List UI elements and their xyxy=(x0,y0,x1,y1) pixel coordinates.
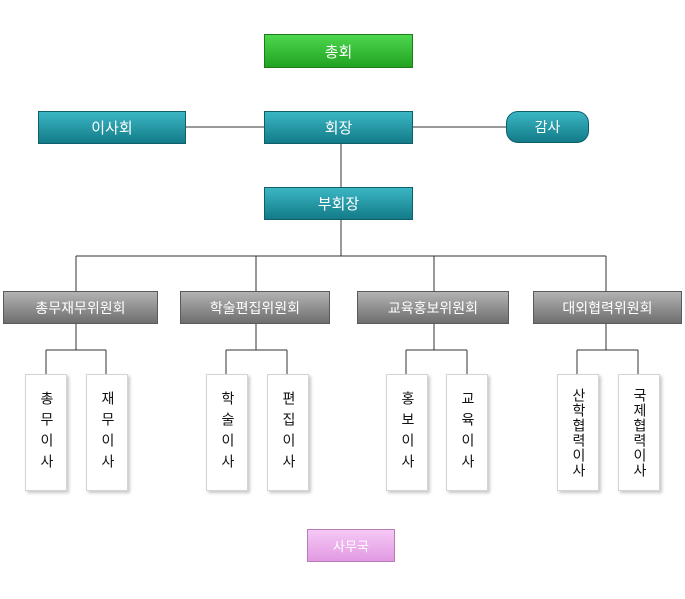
role-box: 홍보이사 xyxy=(386,374,428,491)
role-box: 재무이사 xyxy=(86,374,128,491)
role-box: 산학협력이사 xyxy=(557,374,599,491)
vice-president-box: 부회장 xyxy=(264,187,413,220)
secretariat-label: 사무국 xyxy=(333,540,369,555)
role-label: 국제협력이사 xyxy=(631,387,647,478)
auditor-box: 감사 xyxy=(506,111,589,143)
role-box: 편집이사 xyxy=(267,374,309,491)
president-label: 회장 xyxy=(324,119,353,137)
role-box: 학술이사 xyxy=(206,374,248,491)
board-box: 이사회 xyxy=(38,111,186,144)
committee-label: 교육홍보위원회 xyxy=(387,300,479,317)
committee-label: 학술편집위원회 xyxy=(209,300,301,317)
role-label: 홍보이사 xyxy=(399,390,415,475)
president-box: 회장 xyxy=(264,111,413,144)
role-label: 재무이사 xyxy=(99,390,115,475)
committee-box-2: 학술편집위원회 xyxy=(180,291,330,324)
role-box: 교육이사 xyxy=(446,374,488,491)
vice-president-label: 부회장 xyxy=(317,195,360,213)
role-label: 편집이사 xyxy=(280,390,296,475)
role-box: 총무이사 xyxy=(25,374,67,491)
general-assembly-box: 총회 xyxy=(264,34,413,68)
auditor-label: 감사 xyxy=(534,120,561,136)
committee-box-1: 총무재무위원회 xyxy=(3,291,158,324)
committee-label: 대외협력위원회 xyxy=(562,300,653,317)
role-label: 교육이사 xyxy=(459,390,475,475)
committee-box-3: 교육홍보위원회 xyxy=(357,291,509,324)
committee-label: 총무재무위원회 xyxy=(35,300,126,317)
general-assembly-label: 총회 xyxy=(324,42,353,61)
role-box: 국제협력이사 xyxy=(618,374,660,491)
role-label: 총무이사 xyxy=(38,390,54,475)
board-label: 이사회 xyxy=(91,119,133,137)
role-label: 산학협력이사 xyxy=(570,387,586,478)
secretariat-box: 사무국 xyxy=(307,529,395,562)
committee-box-4: 대외협력위원회 xyxy=(533,291,682,324)
role-label: 학술이사 xyxy=(219,390,235,475)
